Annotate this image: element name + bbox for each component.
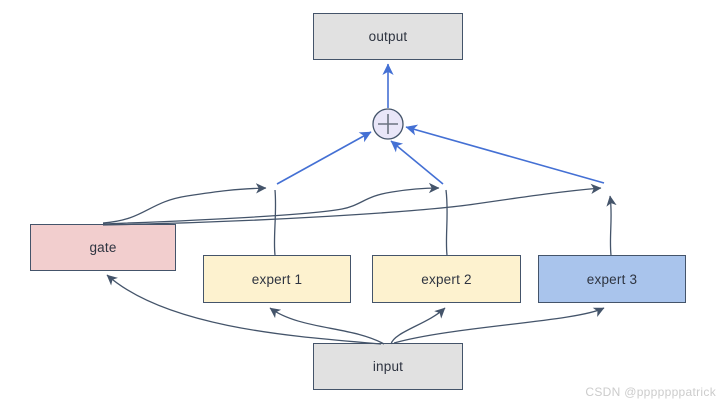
edge-branch-1-to-sum xyxy=(276,131,372,185)
edge-expert-2-up xyxy=(445,189,448,256)
node-output: output xyxy=(313,13,463,60)
node-expert-3-label: expert 3 xyxy=(586,271,638,287)
node-expert-2-label: expert 2 xyxy=(421,271,472,287)
edge-gate-to-expert-3-branch xyxy=(102,183,602,226)
node-input: input xyxy=(313,343,463,390)
sum-circle xyxy=(372,108,404,140)
node-expert-1-label: expert 1 xyxy=(251,271,303,287)
sum-node xyxy=(372,108,404,140)
edge-input-to-expert-3 xyxy=(393,307,605,344)
edge-expert-1-up xyxy=(273,189,277,256)
node-input-label: input xyxy=(372,359,404,374)
edge-input-to-expert-2 xyxy=(390,307,446,345)
edge-branch-3-to-sum xyxy=(405,124,605,184)
edge-gate-to-expert-1-branch xyxy=(102,183,267,224)
node-output-label: output xyxy=(368,29,408,44)
csdn-watermark: CSDN @pppppppatrick xyxy=(585,385,716,399)
edge-gate-to-expert-2-branch xyxy=(102,182,440,225)
edge-expert-3-up xyxy=(606,195,617,256)
edge-input-to-expert-1 xyxy=(269,307,385,345)
node-expert-1: expert 1 xyxy=(203,255,351,303)
node-expert-2: expert 2 xyxy=(372,255,521,303)
node-expert-3: expert 3 xyxy=(538,255,686,303)
plus-icon xyxy=(378,114,398,134)
node-gate: gate xyxy=(30,224,176,271)
node-gate-label: gate xyxy=(89,240,117,255)
edge-branch-2-to-sum xyxy=(390,140,444,185)
